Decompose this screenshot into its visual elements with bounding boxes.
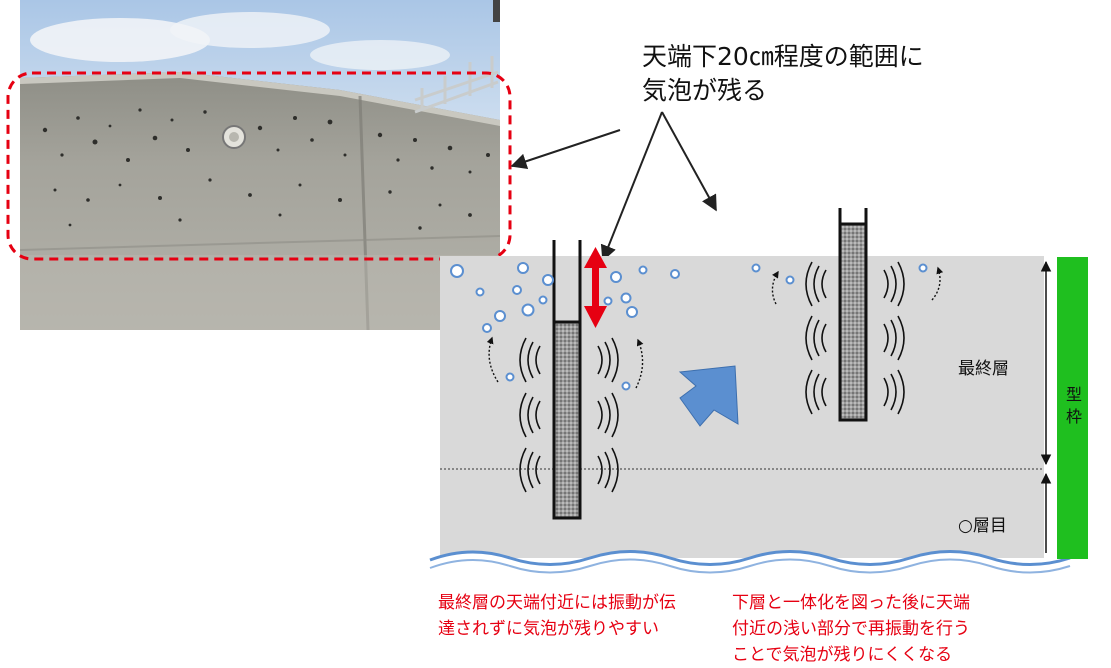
vibrator-after xyxy=(838,208,868,422)
transition-arrow xyxy=(678,365,739,427)
caption-before: 最終層の天端付近には振動が伝 達されずに気泡が残りやすい xyxy=(438,590,676,642)
rising-bubble-arrows xyxy=(486,266,944,389)
caption-before-line-1: 最終層の天端付近には振動が伝 xyxy=(438,593,676,613)
bubble-zone-highlight xyxy=(6,71,512,261)
caption-after-line-1: 下層と一体化を図った後に天端 xyxy=(732,593,970,613)
caption-before-line-2: 達されずに気泡が残りやすい xyxy=(438,619,659,639)
concrete-section xyxy=(429,256,1071,600)
callout-line-1: 天端下20㎝程度の範囲に xyxy=(642,42,924,71)
air-bubbles xyxy=(450,262,928,391)
callout-arrows xyxy=(510,111,717,262)
bubble-callout-text: 天端下20㎝程度の範囲に 気泡が残る xyxy=(642,40,924,108)
nth-layer-label: ○層目 xyxy=(958,516,1007,536)
caption-after-line-3: ことで気泡が残りにくくなる xyxy=(732,645,953,665)
formwork-bar xyxy=(1057,257,1088,559)
unvibrated-depth-arrow xyxy=(584,247,607,328)
vibrator-before xyxy=(552,240,582,520)
formwork-label: 型枠 xyxy=(1065,385,1082,426)
concrete-wall-photo xyxy=(19,0,501,331)
final-layer-label: 最終層 xyxy=(958,359,1009,379)
caption-after: 下層と一体化を図った後に天端 付近の浅い部分で再振動を行う ことで気泡が残りにく… xyxy=(732,590,970,668)
callout-line-2: 気泡が残る xyxy=(642,76,768,105)
vibration-waves xyxy=(519,261,905,493)
caption-after-line-2: 付近の浅い部分で再振動を行う xyxy=(732,619,970,639)
